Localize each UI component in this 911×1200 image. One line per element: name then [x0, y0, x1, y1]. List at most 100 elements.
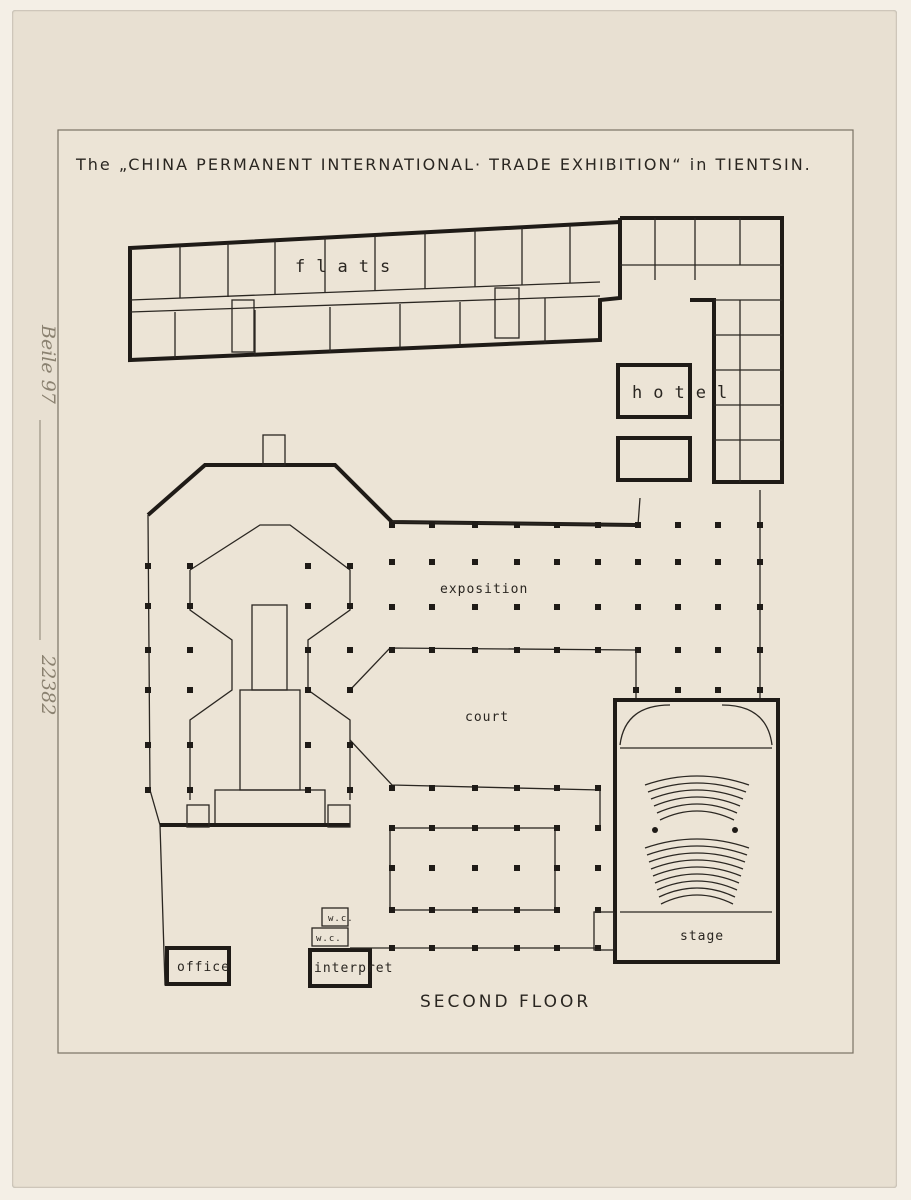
column-post: [633, 687, 639, 693]
column-post: [472, 945, 478, 951]
exposition-label: exposition: [440, 582, 528, 597]
seat-row: [647, 782, 747, 793]
column-post: [715, 604, 721, 610]
column-post: [715, 559, 721, 565]
column-post: [757, 647, 763, 653]
column-post: [595, 522, 601, 528]
column-post: [757, 687, 763, 693]
column-post: [347, 687, 353, 693]
column-post: [715, 522, 721, 528]
column-post: [389, 522, 395, 528]
column-post: [389, 785, 395, 791]
column-post: [389, 647, 395, 653]
column-post: [145, 603, 151, 609]
column-post: [429, 647, 435, 653]
column-post: [554, 559, 560, 565]
column-post: [554, 907, 560, 913]
column-post: [389, 945, 395, 951]
column-post: [145, 787, 151, 793]
column-post: [514, 785, 520, 791]
column-post: [472, 647, 478, 653]
column-post: [472, 825, 478, 831]
column-post: [389, 907, 395, 913]
column-post: [635, 647, 641, 653]
column-post: [514, 907, 520, 913]
column-post: [715, 647, 721, 653]
column-post: [472, 907, 478, 913]
column-post: [305, 647, 311, 653]
seat-row: [650, 789, 744, 800]
floor-label: SECOND FLOOR: [420, 992, 591, 1012]
column-post: [347, 563, 353, 569]
column-post: [595, 825, 601, 831]
column-post: [305, 787, 311, 793]
flats-label: flats: [295, 257, 401, 277]
column-post: [429, 559, 435, 565]
column-post: [472, 785, 478, 791]
column-post: [347, 742, 353, 748]
column-post: [347, 647, 353, 653]
column-post: [757, 559, 763, 565]
interpret-block: interpret w.c. w.c.: [308, 907, 393, 988]
column-post: [347, 603, 353, 609]
column-post: [675, 604, 681, 610]
column-post: [635, 604, 641, 610]
column-post: [675, 559, 681, 565]
interpret-label: interpret: [314, 961, 393, 976]
column-post: [145, 742, 151, 748]
column-post: [595, 785, 601, 791]
column-post: [472, 559, 478, 565]
column-post: [429, 522, 435, 528]
column-post: [514, 825, 520, 831]
column-post: [715, 687, 721, 693]
wc-label-1: w.c.: [328, 914, 354, 924]
seat-row: [646, 845, 748, 856]
seat-row: [656, 880, 738, 891]
column-post: [675, 647, 681, 653]
column-post: [595, 647, 601, 653]
column-post: [347, 787, 353, 793]
column-post: [757, 522, 763, 528]
column-post: [429, 604, 435, 610]
column-post: [635, 522, 641, 528]
column-post: [554, 604, 560, 610]
column-post: [472, 522, 478, 528]
seat-row: [659, 810, 735, 821]
seat-row: [644, 838, 750, 849]
column-post: [389, 559, 395, 565]
auditorium-seats: [644, 775, 750, 905]
column-post: [554, 522, 560, 528]
sheet-title: The „CHINA PERMANENT INTERNATIONAL· TRAD…: [75, 155, 812, 174]
seat-row: [658, 887, 736, 898]
column-post: [145, 687, 151, 693]
column-post: [145, 647, 151, 653]
column-post: [554, 785, 560, 791]
seat-row: [648, 852, 746, 863]
column-post: [187, 647, 193, 653]
office-label: office: [177, 960, 230, 975]
column-post: [595, 865, 601, 871]
theater-block: stage: [593, 698, 780, 964]
column-post: [514, 559, 520, 565]
column-post: [675, 522, 681, 528]
column-post: [389, 865, 395, 871]
column-post: [429, 785, 435, 791]
seat-row: [652, 866, 742, 877]
column-post: [429, 825, 435, 831]
column-post: [595, 604, 601, 610]
court-label: court: [465, 710, 509, 725]
flats-wing: flats: [128, 219, 622, 363]
column-post: [514, 865, 520, 871]
column-post: [472, 604, 478, 610]
seat-row: [644, 775, 750, 786]
stage-label: stage: [680, 929, 724, 944]
column-post: [305, 603, 311, 609]
column-post: [554, 825, 560, 831]
column-post: [757, 604, 763, 610]
office-block: office: [165, 946, 231, 986]
column-post: [472, 865, 478, 871]
column-post: [429, 945, 435, 951]
column-post: [554, 647, 560, 653]
column-post: [554, 865, 560, 871]
column-post: [187, 742, 193, 748]
